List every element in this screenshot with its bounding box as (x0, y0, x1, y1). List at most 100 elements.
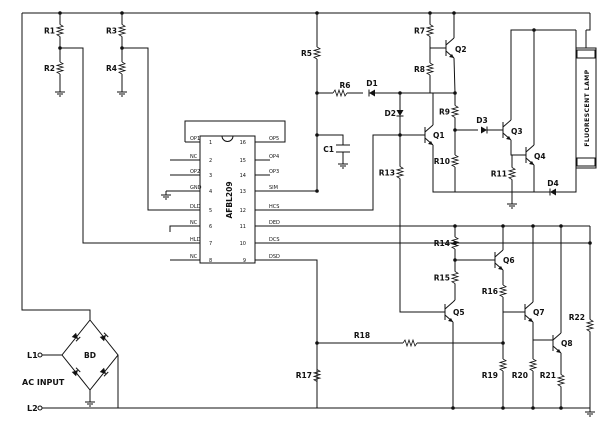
resistor-r9 (450, 105, 460, 118)
ic-pin-label-1: OP1 (190, 136, 200, 142)
ic-pin-num-9: 9 (243, 258, 246, 264)
junction-dot (501, 341, 505, 345)
junction-dot (531, 224, 535, 228)
ic-notch (221, 135, 234, 142)
ic-name: AFBL209 (225, 181, 234, 218)
ground-symbol (117, 88, 127, 97)
ic-pin-label-11: DED (269, 220, 280, 226)
transistor-label-q7: Q7 (533, 308, 545, 317)
resistor-r8 (425, 62, 435, 76)
ground-symbol (161, 191, 171, 200)
resistor-r5 (312, 46, 322, 60)
ic-pin-num-10: 10 (240, 241, 246, 247)
ic-pin-num-2: 2 (209, 158, 212, 164)
ground-symbol (507, 200, 517, 209)
ic-pin-num-6: 6 (209, 224, 212, 230)
dsd-wire (270, 259, 318, 408)
diode-d2 (396, 110, 404, 117)
resistor-r15 (450, 271, 460, 284)
ic-pin-label-12: HCS (269, 204, 279, 210)
wire (455, 191, 513, 200)
wires (21, 11, 592, 410)
capacitor-label-c1: C1 (323, 145, 334, 154)
resistor-label-r13: R13 (379, 169, 395, 178)
wire (586, 13, 591, 31)
ground-symbol (55, 88, 65, 97)
resistor-label-r21: R21 (540, 371, 556, 380)
diode-label-d4: D4 (547, 179, 558, 188)
junction-dot (428, 11, 432, 15)
ic-afbl209 (199, 135, 256, 264)
wire (453, 57, 456, 94)
ic-pin-label-2: NC (190, 154, 198, 160)
resistor-label-r15: R15 (434, 274, 450, 283)
ic-pin-num-14: 14 (240, 173, 246, 179)
ic-pin-label-15: OP4 (269, 154, 279, 160)
r13-q5-wire (399, 190, 445, 313)
labels: R1R2R3R4AFBL209OP11NC2OP23GND4DLD5NC6HLD… (22, 27, 591, 414)
resistor-r2 (55, 61, 65, 75)
ic-pin-num-3: 3 (209, 173, 212, 179)
junction-dot (501, 406, 505, 410)
junction-dot (559, 224, 563, 228)
resistor-label-r3: R3 (106, 27, 117, 36)
junction-dot (531, 406, 535, 410)
diode-d3 (481, 126, 488, 134)
resistor-r7 (425, 24, 435, 37)
transistor-label-q8: Q8 (561, 339, 573, 348)
ic-pin-label-6: NC (190, 220, 198, 226)
resistor-label-r7: R7 (414, 27, 425, 36)
transistor-q4 (525, 144, 535, 166)
resistor-r6 (332, 88, 348, 98)
l2-terminal (37, 405, 43, 411)
resistor-label-r4: R4 (106, 64, 117, 73)
resistor-label-r22: R22 (569, 313, 585, 322)
resistor-label-r1: R1 (44, 27, 55, 36)
ac-input-label: AC INPUT (22, 378, 65, 387)
wire (510, 140, 526, 156)
lamp-filament-bottom (576, 157, 596, 167)
resistor-label-r5: R5 (301, 49, 312, 58)
c1-wire (317, 134, 344, 145)
ic-pin-num-12: 12 (240, 208, 246, 214)
wire (117, 355, 317, 409)
l2-label: L2 (27, 404, 38, 413)
transistor-label-q1: Q1 (433, 131, 445, 140)
resistor-label-r11: R11 (491, 170, 507, 179)
bridge-body (61, 319, 119, 391)
junction-dot (315, 11, 319, 15)
transistor-q5 (444, 301, 454, 323)
resistor-r18 (402, 338, 418, 348)
junction-dot (120, 11, 124, 15)
transistor-label-q4: Q4 (534, 152, 546, 161)
resistor-r20 (528, 358, 538, 372)
ground-symbol (338, 160, 348, 169)
transistor-label-q5: Q5 (453, 308, 465, 317)
ic-pin-num-8: 8 (209, 258, 212, 264)
ic-pin-num-15: 15 (240, 158, 246, 164)
l1-terminal (37, 352, 43, 358)
wire (556, 168, 577, 193)
resistor-label-r8: R8 (414, 65, 425, 74)
hcs-wire (270, 134, 416, 211)
resistor-r17 (312, 369, 322, 382)
ic-pin-num-16: 16 (240, 140, 246, 146)
transistor-q1 (424, 124, 434, 146)
ic-pin-num-13: 13 (240, 189, 246, 195)
ic-pin-label-14: OP3 (269, 169, 279, 175)
wire (432, 145, 455, 193)
junction-dot (398, 133, 402, 137)
wire (452, 299, 456, 303)
transistor-q8 (552, 332, 562, 354)
diode-label-d1: D1 (366, 79, 377, 88)
nc-pin6-wire (169, 225, 185, 232)
ic-pin-label-5: DLD (190, 204, 201, 210)
resistor-r16 (498, 284, 508, 298)
lamp-filament-top (576, 49, 596, 59)
diode-label-d2: D2 (385, 109, 396, 118)
junction-dot (58, 11, 62, 15)
resistor-label-r2: R2 (44, 64, 55, 73)
ic-pin-num-11: 11 (240, 224, 246, 230)
junction-dot (532, 28, 536, 32)
ic-pin-label-8: NC (190, 254, 198, 260)
